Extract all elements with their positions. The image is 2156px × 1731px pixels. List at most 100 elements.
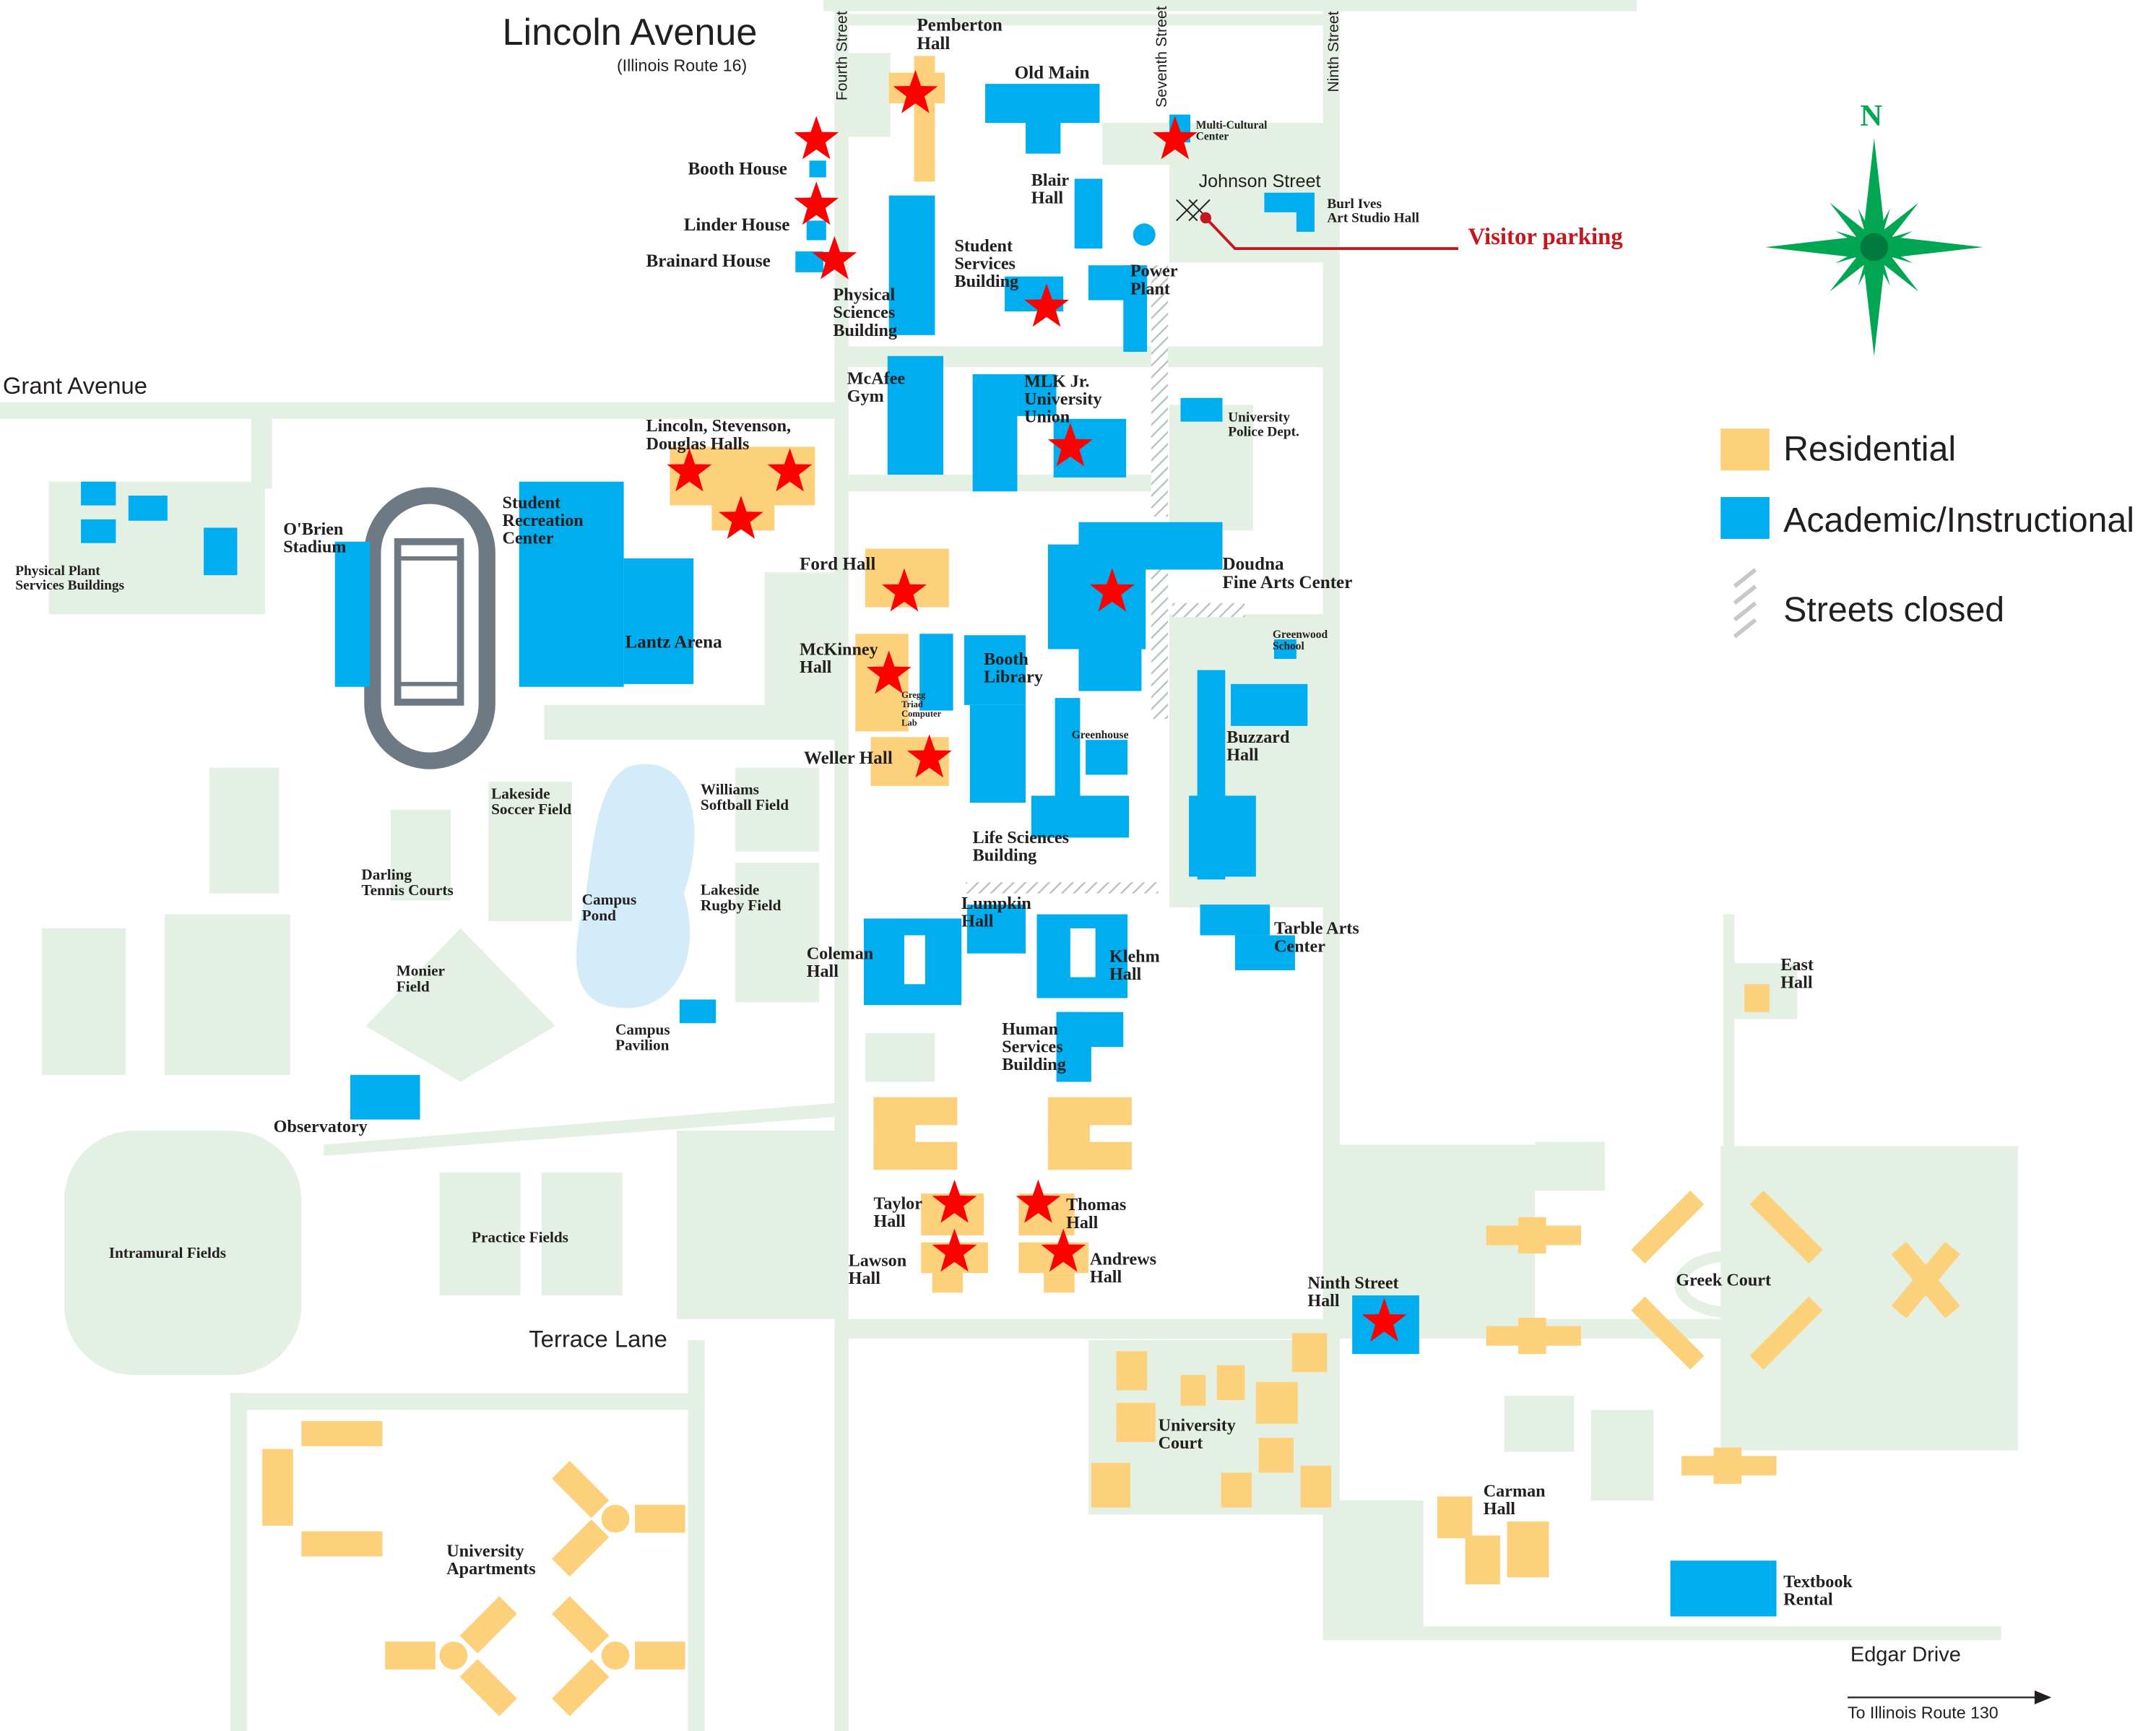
street-fourth: Fourth Street bbox=[834, 11, 851, 100]
label-line: Ford Hall bbox=[800, 554, 875, 574]
label-line: Burl Ives bbox=[1327, 197, 1382, 212]
label-line: Observatory bbox=[274, 1117, 368, 1136]
label-intramural: Intramural Fields bbox=[109, 1244, 226, 1261]
label-line: Hall bbox=[1484, 1499, 1516, 1519]
label-line: Hall bbox=[1109, 964, 1142, 984]
label-line: Lincoln, Stevenson, bbox=[646, 416, 792, 436]
label-line: Ninth Street bbox=[1307, 1273, 1398, 1292]
campus-pond bbox=[576, 764, 695, 1009]
label-line: Lumpkin bbox=[961, 894, 1031, 913]
label-line: Andrews bbox=[1090, 1250, 1156, 1269]
street-seventh: Seventh Street bbox=[1153, 6, 1170, 108]
label-line: Field bbox=[397, 977, 430, 995]
academic-buildings bbox=[81, 84, 1777, 1617]
label-line: Rugby Field bbox=[701, 897, 782, 914]
label-line: Building bbox=[955, 272, 1019, 291]
label-line: Center bbox=[1274, 936, 1325, 956]
label-line: Campus bbox=[615, 1021, 670, 1038]
street-grant-avenue: Grant Avenue bbox=[3, 372, 147, 399]
visitor-parking-marker[interactable]: Visitor parking bbox=[1176, 199, 1624, 250]
label-booth-house: Booth House bbox=[688, 160, 787, 179]
label-line: Life Sciences bbox=[973, 828, 1069, 847]
label-greek-court: Greek Court bbox=[1676, 1271, 1771, 1290]
label-line: Darling bbox=[361, 866, 412, 883]
route-130-label: To Illinois Route 130 bbox=[1848, 1703, 1999, 1722]
label-line: Textbook bbox=[1783, 1572, 1853, 1592]
street-terrace-lane: Terrace Lane bbox=[529, 1326, 667, 1352]
label-line: Hall bbox=[961, 912, 994, 931]
star-marker-icon bbox=[794, 181, 839, 225]
label-line: Booth House bbox=[688, 160, 787, 179]
label-line: Coleman bbox=[807, 944, 874, 963]
visitor-parking-label: Visitor parking bbox=[1468, 224, 1624, 250]
label-line: Gregg bbox=[901, 690, 926, 700]
label-line: School bbox=[1273, 640, 1304, 652]
label-line: Art Studio Hall bbox=[1327, 211, 1419, 226]
label-line: Rental bbox=[1783, 1589, 1833, 1609]
label-line: East bbox=[1780, 955, 1814, 975]
legend-label-streets-closed: Streets closed bbox=[1783, 590, 2004, 629]
label-line: Pemberton bbox=[917, 16, 1003, 35]
label-line: Police Dept. bbox=[1228, 424, 1299, 439]
label-line: Hall bbox=[1066, 1213, 1099, 1233]
label-line: Linder House bbox=[684, 215, 790, 235]
label-line: O'Brien bbox=[283, 519, 344, 539]
label-line: Student bbox=[955, 236, 1013, 256]
label-line: Weller Hall bbox=[804, 748, 893, 768]
arrow-right-icon bbox=[1848, 1690, 2052, 1705]
label-line: Library bbox=[984, 667, 1043, 686]
label-line: Lantz Arena bbox=[625, 633, 723, 652]
label-line: Softball Field bbox=[701, 796, 789, 813]
label-line: Greenwood bbox=[1273, 629, 1328, 641]
label-line: Brainard House bbox=[646, 251, 771, 271]
label-line: Computer bbox=[901, 709, 941, 719]
legend-swatch-streets-closed bbox=[1733, 568, 1757, 639]
label-line: Building bbox=[973, 846, 1037, 866]
label-line: MLK Jr. bbox=[1024, 371, 1089, 391]
label-line: Triad bbox=[901, 699, 923, 709]
label-line: Recreation bbox=[503, 511, 584, 530]
label-observatory: Observatory bbox=[274, 1117, 368, 1136]
label-line: Blair bbox=[1031, 170, 1070, 190]
label-line: Hall bbox=[873, 1212, 906, 1231]
compass-rose-icon: N bbox=[1765, 99, 1983, 356]
label-practice: Practice Fields bbox=[472, 1229, 568, 1246]
label-line: Building bbox=[833, 321, 897, 340]
legend-label-academic: Academic/Instructional bbox=[1783, 501, 2134, 540]
street-lincoln-subtitle: (Illinois Route 16) bbox=[617, 56, 747, 75]
star-marker-icon bbox=[794, 116, 839, 160]
street-labels: Lincoln Avenue (Illinois Route 16) Fourt… bbox=[3, 6, 2052, 1722]
legend-swatch-academic bbox=[1720, 496, 1770, 539]
legend: Residential Academic/Instructional Stree… bbox=[1720, 428, 2134, 639]
label-lantz: Lantz Arena bbox=[625, 633, 723, 652]
label-line: Power bbox=[1130, 262, 1178, 281]
label-lincoln-halls: Lincoln, Stevenson,Douglas Halls bbox=[646, 416, 792, 454]
label-line: Old Main bbox=[1015, 63, 1090, 82]
